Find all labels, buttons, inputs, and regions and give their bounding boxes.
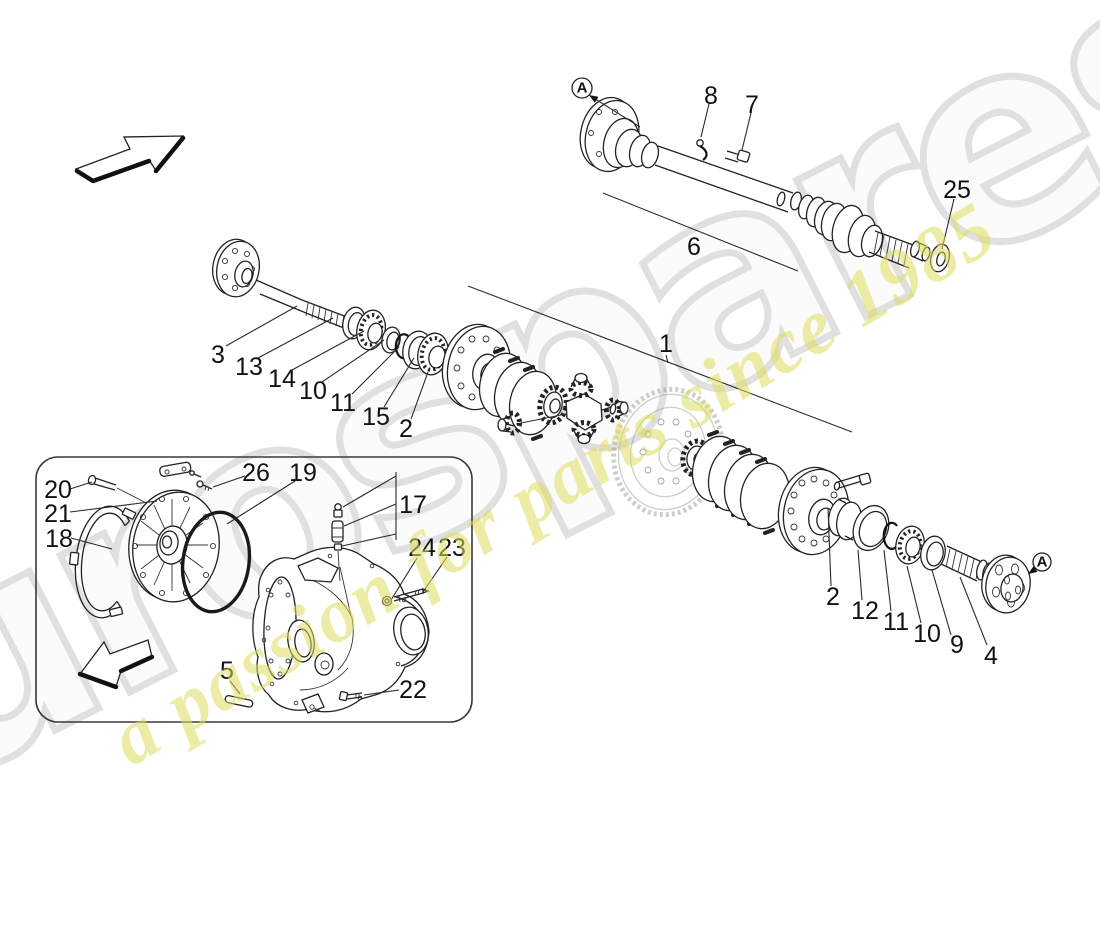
callout-label-11-12: 11 xyxy=(330,389,356,417)
left-differential-carrier xyxy=(441,323,629,445)
leader-line-10 xyxy=(906,565,922,624)
leader-line-12 xyxy=(857,549,863,601)
callout-label-1-0: 1 xyxy=(659,330,673,358)
differential-housing xyxy=(252,546,430,714)
leader-line-20 xyxy=(69,481,93,490)
detail-box xyxy=(35,456,473,723)
view-marker-circle-1 xyxy=(1032,552,1052,572)
gasket-18 xyxy=(69,505,137,619)
leader-line-22 xyxy=(363,689,400,696)
leader-line-7 xyxy=(741,112,752,151)
leader-line-2 xyxy=(827,507,832,587)
callout-label-14-16: 14 xyxy=(268,365,296,393)
o-ring-19 xyxy=(180,510,252,614)
view-marker-letter-1: A xyxy=(1037,554,1048,571)
leader-line-24 xyxy=(390,557,418,601)
leader-line-23 xyxy=(422,556,448,593)
pin-5 xyxy=(224,695,254,708)
breather-valve-17 xyxy=(331,503,344,582)
flange-bolt xyxy=(833,472,872,491)
callout-label-4-4: 4 xyxy=(984,642,998,670)
leader-line-1 xyxy=(665,354,669,364)
leader-line-3 xyxy=(225,305,298,347)
leader-line-21 xyxy=(69,500,158,513)
leader-line-9 xyxy=(931,569,952,636)
bolt-22 xyxy=(338,690,363,702)
callout-label-26-27: 26 xyxy=(242,459,270,487)
callout-label-21-22: 21 xyxy=(44,500,72,528)
bevel-gear-top xyxy=(568,372,594,398)
leader-line-11 xyxy=(883,549,892,612)
leader-line-15 xyxy=(383,357,415,408)
callout-label-9-9: 9 xyxy=(950,631,964,659)
callout-label-19-20: 19 xyxy=(289,459,317,487)
cover-plate-21 xyxy=(128,489,220,603)
bevel-gear-left-exploded xyxy=(497,410,567,436)
leader-line-25 xyxy=(941,198,955,250)
leader-line-26 xyxy=(212,475,246,488)
plug-24 xyxy=(381,595,393,607)
callout-label-15-17: 15 xyxy=(362,403,390,431)
leader-line-18 xyxy=(70,537,113,550)
view-marker-circle-0 xyxy=(571,77,593,99)
leader-line-2 xyxy=(410,371,429,420)
leader-line-17 xyxy=(342,475,397,508)
bolt-7 xyxy=(724,149,751,163)
leader-line-17 xyxy=(343,503,397,527)
callout-label-20-21: 20 xyxy=(44,476,72,504)
leader-line-13 xyxy=(257,317,334,359)
bracket-26 xyxy=(159,461,213,492)
bevel-gear-bottom xyxy=(571,420,597,445)
callout-label-12-14: 12 xyxy=(851,597,879,625)
direction-arrow-down-left xyxy=(77,639,155,690)
view-marker-arrowhead-1 xyxy=(1028,566,1038,574)
callout-label-13-15: 13 xyxy=(235,353,263,381)
view-marker-line-0 xyxy=(591,96,641,128)
view-marker-arrowhead-0 xyxy=(589,95,599,103)
callout-label-5-5: 5 xyxy=(220,657,234,685)
callout-label-10-10: 10 xyxy=(299,377,327,405)
callout-label-6-6: 6 xyxy=(687,233,701,261)
callout-label-24-25: 24 xyxy=(408,534,436,562)
callout-label-3-3: 3 xyxy=(211,341,225,369)
callout-label-8-8: 8 xyxy=(704,82,718,110)
parts-diagram: 1223456789101011111213141517181920212223… xyxy=(35,77,1052,723)
bevel-gear-right xyxy=(604,397,629,423)
callout-label-23-24: 23 xyxy=(438,534,466,562)
leader-line-5 xyxy=(229,680,241,695)
leader-line-4 xyxy=(959,576,988,646)
callout-label-10-11: 10 xyxy=(913,620,941,648)
callout-label-22-23: 22 xyxy=(399,676,427,704)
leader-line-10 xyxy=(321,339,385,383)
leader-line-19 xyxy=(226,480,296,525)
callout-label-11-13: 11 xyxy=(883,608,909,636)
leader-line-8 xyxy=(700,103,710,138)
leader-line-17 xyxy=(341,533,397,547)
clip-8 xyxy=(696,139,708,161)
callout-label-18-19: 18 xyxy=(45,525,73,553)
leader-line-11 xyxy=(351,346,400,395)
stud-23 xyxy=(393,588,430,603)
callout-label-17-18: 17 xyxy=(399,491,427,519)
leader-line-14 xyxy=(291,330,365,371)
bolt-20 xyxy=(87,474,163,512)
leader-line-6 xyxy=(602,192,799,272)
right-differential-assembly xyxy=(680,430,1031,614)
callout-label-2-1: 2 xyxy=(399,415,413,443)
left-axle-and-bearings xyxy=(211,238,449,376)
direction-arrow-up-right xyxy=(74,135,186,184)
view-marker-letter-0: A xyxy=(577,80,588,97)
callout-label-2-2: 2 xyxy=(826,583,840,611)
callout-label-25-26: 25 xyxy=(943,176,971,204)
leader-line-1 xyxy=(467,285,853,433)
callout-label-7-7: 7 xyxy=(745,91,759,119)
